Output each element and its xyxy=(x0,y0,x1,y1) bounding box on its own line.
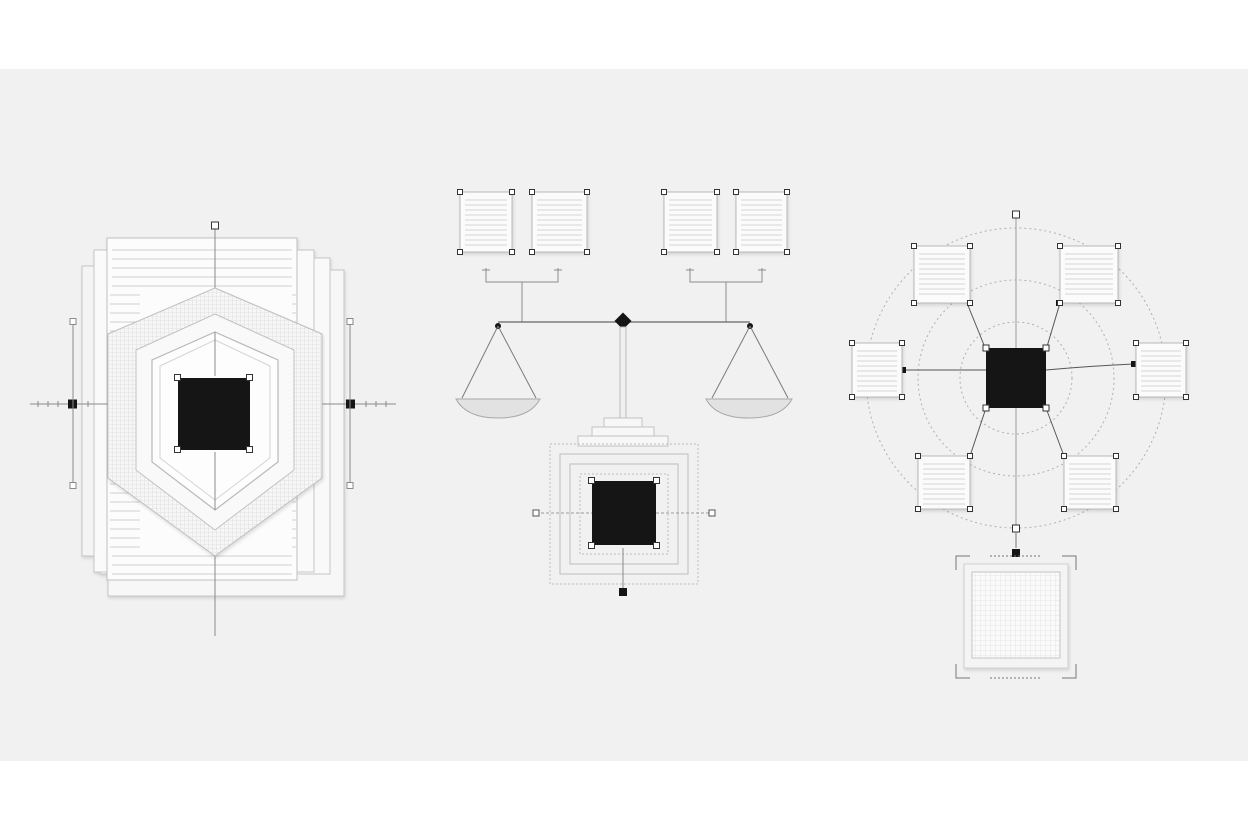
pedestal-core-block xyxy=(592,481,656,545)
document-card xyxy=(663,191,718,253)
orbit-top-handle xyxy=(1012,210,1020,219)
dimension-brackets xyxy=(69,318,354,489)
document-card xyxy=(735,191,788,253)
top-anchor-handle xyxy=(211,221,219,230)
storage-frame-brackets xyxy=(955,555,1077,679)
right-scale-pan xyxy=(705,325,793,419)
hub-document-card xyxy=(851,342,903,398)
document-card xyxy=(531,191,588,253)
document-card xyxy=(459,191,513,253)
hub-document-cards xyxy=(849,243,1189,512)
left-scale-pan xyxy=(455,325,541,419)
core-block xyxy=(178,378,250,450)
bottom-anchor-node xyxy=(619,588,627,596)
hub-document-card xyxy=(1059,245,1119,304)
horizontal-guide-ticks xyxy=(37,401,387,407)
hub-spokes xyxy=(902,302,1135,457)
hub-document-card xyxy=(913,245,971,304)
top-document-cards xyxy=(457,189,790,255)
storage-link-node xyxy=(1012,549,1020,557)
security-document-shield xyxy=(30,221,396,636)
hub-document-card xyxy=(1063,455,1117,510)
document-connectors xyxy=(482,268,766,322)
balance-scale-governance xyxy=(455,189,793,596)
hub-document-card xyxy=(917,455,971,510)
hub-document-card xyxy=(1135,342,1187,398)
storage-grid-block xyxy=(963,563,1069,669)
hub-core-block xyxy=(986,348,1046,408)
scale-pedestal xyxy=(577,417,669,447)
scale-pivot-diamond xyxy=(614,312,632,330)
radial-hub-network xyxy=(849,210,1189,679)
core-corner-handles xyxy=(174,374,253,453)
pedestal-frames xyxy=(549,443,699,585)
scale-pillar xyxy=(619,326,627,420)
